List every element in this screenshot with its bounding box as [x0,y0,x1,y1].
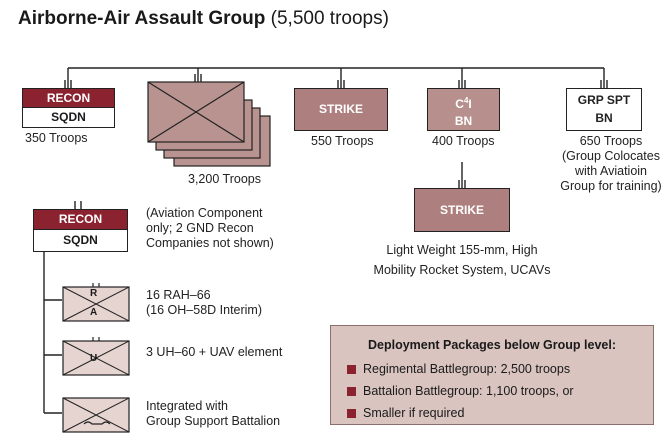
c4i-bn-box: C4I BN [427,88,500,131]
element-1-text: 16 RAH–66 (16 OH–58D Interim) [146,288,263,317]
c4i-troops: 400 Troops [432,134,495,148]
deployment-packages-panel: Deployment Packages below Group level: R… [330,325,654,425]
package-item: Smaller if required [347,406,464,420]
recon-detail-label: SQDN [33,229,128,252]
infantry-battalion-stack [147,81,271,167]
bullet-icon [347,409,356,418]
symbol-letter-u: U [90,353,98,364]
recon-detail-box: RECON [33,209,128,230]
deployment-packages-title: Deployment Packages below Group level: [368,338,616,352]
utility-helicopter-symbol [62,337,130,376]
recon-sqdn-top-box: RECON [22,88,115,108]
bullet-icon [347,365,356,374]
recon-sqdn-top-label: SQDN [22,107,115,128]
attack-helicopter-symbol [62,283,130,322]
element-3-text: Integrated with Group Support Battalion [146,399,281,428]
strike-box: STRIKE [294,88,388,131]
symbol-letter-r: R [90,288,98,299]
page-title: Airborne-Air Assault Group (5,500 troops… [18,8,389,29]
element-2-text: 3 UH–60 + UAV element [146,345,283,359]
infantry-troops: 3,200 Troops [188,172,261,186]
strike-2-notes: Light Weight 155-mm, High Mobility Rocke… [373,243,551,277]
package-item: Regimental Battlegroup: 2,500 troops [347,362,570,376]
bullet-icon [347,387,356,396]
recon-detail-note: (Aviation Component only; 2 GND Recon Co… [146,206,274,250]
grp-spt-bn-box: GRP SPT BN [566,88,642,131]
maintenance-symbol [62,397,130,433]
recon-troops: 350 Troops [25,131,88,145]
grp-spt-notes: 650 Troops (Group Colocates with Aviatio… [560,134,662,193]
symbol-letter-a: A [90,307,98,318]
strike-2-box: STRIKE [414,188,510,232]
strike-troops: 550 Troops [311,134,374,148]
package-item: Battalion Battlegroup: 1,100 troops, or [347,384,574,398]
